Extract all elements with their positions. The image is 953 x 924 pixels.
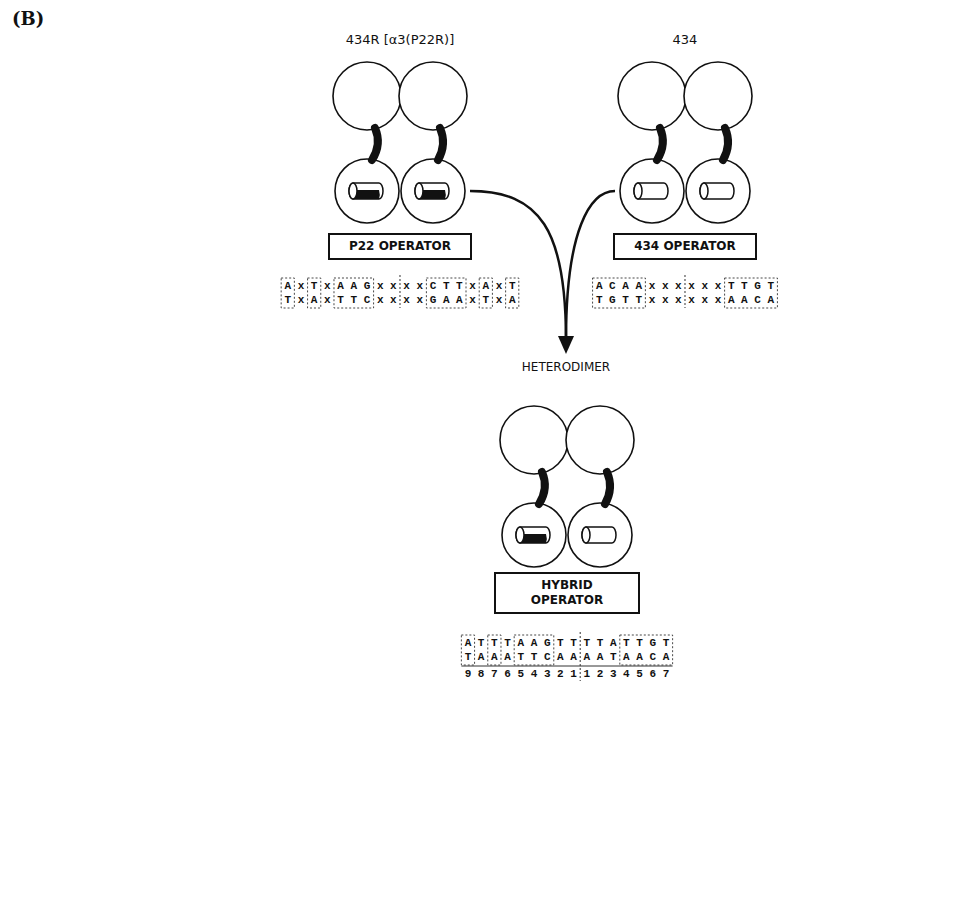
operator-label: HYBRID OPERATOR — [525, 578, 609, 608]
protein-name: 434 — [673, 32, 698, 48]
helix-cylinder — [582, 527, 616, 543]
helix-cylinder — [700, 183, 734, 199]
helix-cylinder — [516, 527, 550, 543]
helix-cylinder — [634, 183, 668, 199]
repressor-dimer — [618, 62, 752, 223]
sequence-row: A x T x A A G x x x x C T T x A x T — [284, 279, 515, 293]
protein-name: 434R [α3(P22R)] — [346, 32, 455, 48]
merge-arrow — [470, 191, 566, 340]
sequence-row: A C A A x x x x x x T T G T — [596, 279, 774, 293]
sequence-row: T G T T x x x x x x A A C A — [596, 293, 774, 307]
panel-letter: (B) — [12, 8, 44, 30]
sequence-marks — [281, 275, 777, 681]
operator-box: HYBRID OPERATOR — [494, 572, 640, 614]
arrowhead — [558, 336, 574, 354]
operator-label: P22 OPERATOR — [336, 239, 464, 254]
repressor-dimer — [333, 62, 467, 223]
sequence-row: A T T T A A G T T T T A T T G T — [465, 636, 670, 650]
position-numbers: 9 8 7 6 5 4 3 2 1 1 2 3 4 5 6 7 — [465, 667, 670, 681]
dyad-line — [461, 666, 672, 667]
helix-cylinder — [415, 183, 449, 199]
operator-box: 434 OPERATOR — [613, 233, 757, 260]
merge-arrow — [566, 191, 615, 340]
heterodimer-label: HETERODIMER — [522, 360, 610, 375]
heterodimer — [500, 406, 634, 567]
sequence-row: T A A A T T C A A A A T A A C A — [465, 650, 670, 664]
helix-cylinder — [349, 183, 383, 199]
operator-label: 434 OPERATOR — [621, 239, 749, 254]
sequence-row: T x A x T T C x x x x G A A x T x A — [284, 293, 515, 307]
operator-box: P22 OPERATOR — [328, 233, 472, 260]
